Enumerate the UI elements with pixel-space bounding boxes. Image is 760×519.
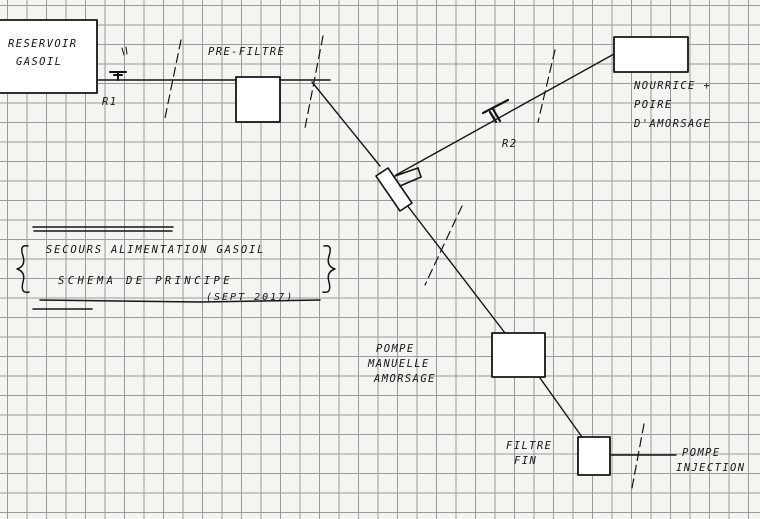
pipe-selector-nourrice bbox=[395, 53, 615, 176]
pipe-selector-pump bbox=[399, 195, 506, 334]
pipe-pump-filter bbox=[539, 377, 583, 438]
valve-r2-label: R2 bbox=[502, 138, 518, 150]
pompe-manuelle-label-line2: MANUELLE bbox=[368, 358, 430, 370]
reservoir-label-line1: RESERVOIR bbox=[8, 38, 78, 50]
valve-r1-label: R1 bbox=[102, 96, 118, 108]
valve-r1-icon bbox=[109, 71, 127, 81]
nourrice-label-line3: D'AMORSAGE bbox=[634, 118, 712, 130]
pipe-junction-selector bbox=[311, 81, 381, 167]
pompe-injection-label: POMPE INJECTION bbox=[676, 446, 746, 476]
pompe-manuelle-label-line1: POMPE bbox=[376, 343, 415, 355]
nourrice-label-line1: NOURRICE + bbox=[634, 80, 712, 92]
pompe-injection-label-line2: INJECTION bbox=[676, 462, 746, 474]
filtre-fin-box bbox=[577, 436, 611, 476]
prefiltre-label: PRE-FILTRE bbox=[208, 46, 286, 58]
title-decoration bbox=[16, 226, 336, 310]
pompe-manuelle-label: POMPE MANUELLE AMORSAGE bbox=[368, 342, 436, 387]
valve-r2-icon bbox=[481, 98, 510, 124]
diagram-subtitle: SCHEMA DE PRINCIPE bbox=[58, 275, 233, 287]
reservoir-box bbox=[0, 19, 98, 94]
break-mark bbox=[424, 205, 463, 286]
reservoir-label-line2: GASOIL bbox=[16, 56, 63, 68]
diagram-date: (SEPT 2017) bbox=[206, 292, 295, 303]
filtre-fin-label-line2: FIN bbox=[514, 455, 538, 467]
pompe-injection-label-line1: POMPE bbox=[682, 447, 721, 459]
selector-valve bbox=[375, 167, 422, 212]
break-mark bbox=[537, 49, 556, 123]
break-mark bbox=[164, 39, 182, 119]
break-mark bbox=[631, 423, 645, 489]
break-mark bbox=[304, 35, 324, 129]
pompe-manuelle-box bbox=[491, 332, 546, 378]
filtre-fin-label-line1: FILTRE bbox=[506, 440, 553, 452]
prefiltre-box bbox=[235, 76, 281, 123]
filtre-fin-label: FILTRE FIN bbox=[506, 439, 552, 469]
nourrice-label-line2: POIRE bbox=[634, 99, 673, 111]
reservoir-label: RESERVOIR GASOIL bbox=[8, 38, 78, 69]
nourrice-box bbox=[613, 36, 689, 73]
valve-r1-sketch-mark bbox=[121, 46, 128, 56]
nourrice-label: NOURRICE + POIRE D'AMORSAGE bbox=[634, 80, 711, 131]
diagram-title: SECOURS ALIMENTATION GASOIL bbox=[46, 244, 266, 256]
pompe-manuelle-label-line3: AMORSAGE bbox=[374, 373, 436, 385]
